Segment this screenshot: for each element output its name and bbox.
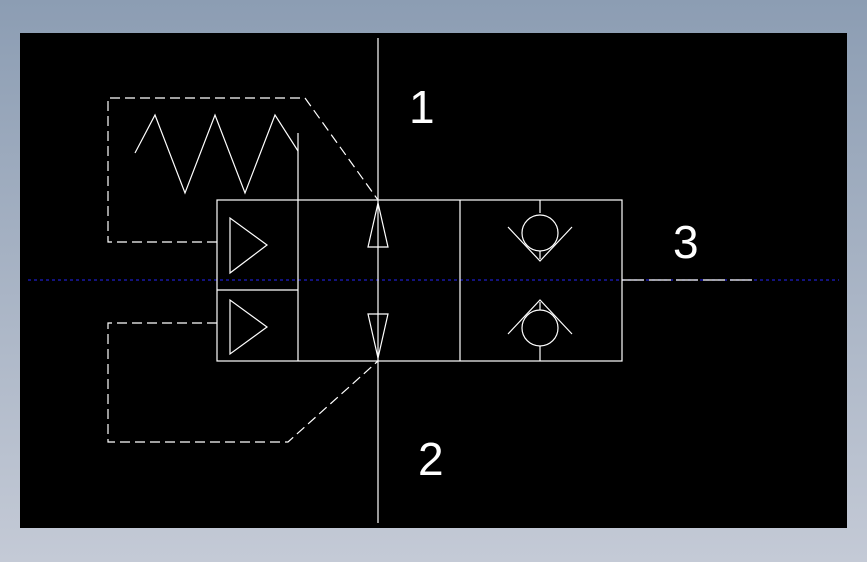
hydraulic-shuttle-valve-diagram: 1 2 3 [28,38,839,523]
lower-pilot-line [107,322,379,443]
port-label-2: 2 [418,433,444,485]
drawing-viewport: 1 2 3 [20,33,847,528]
upper-pilot-line [107,97,379,243]
port-label-1: 1 [409,81,435,133]
check-valve-icon [507,200,573,262]
arrow-down-icon [367,313,389,359]
check-valve-icon [507,299,573,361]
pilot-triangle-icon [229,216,269,275]
pilot-triangle-icon [229,298,269,356]
arrow-up-icon [367,202,389,248]
spring-icon [134,113,299,200]
port-label-3: 3 [673,216,699,268]
